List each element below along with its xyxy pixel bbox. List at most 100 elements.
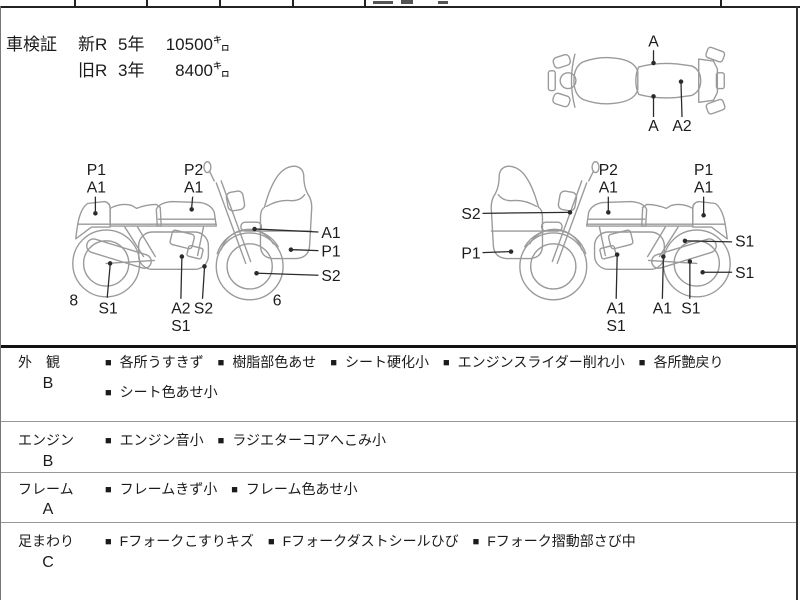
defect-text: シート硬化小 (344, 354, 429, 370)
defect-item: ■ シート色あせ小 (105, 384, 218, 400)
strip-divider (720, 0, 722, 6)
defect-marker-icon: ■ (105, 536, 112, 548)
defect-list: ■ Fフォークこすりキズ ■ Fフォークダストシールひび ■ Fフォーク摺動部さび中 (105, 527, 760, 557)
shaken-distance: 8400㌔ (175, 61, 230, 80)
defect-marker-icon: ■ (267, 536, 275, 548)
row-divider (1, 522, 796, 523)
cutoff-text-fragment (373, 1, 393, 4)
defect-list: ■ フレームきず小 ■フレーム色あせ小 (105, 475, 760, 505)
defect-item: ■ エンジンスライダー削れ小 (443, 354, 625, 370)
left-bike-label-tank-p2: P2 (184, 162, 203, 179)
left-bike-label-rear-num: 8 (69, 293, 78, 310)
defect-marker-icon: ■ (638, 357, 646, 369)
defect-marker-icon: ■ (442, 357, 450, 369)
strip-divider (74, 0, 76, 6)
part-label: 足まわり (18, 533, 74, 549)
defect-marker-icon: ■ (330, 357, 337, 369)
table-top-border (1, 345, 796, 348)
left-bike-label-front-num: 6 (273, 293, 282, 310)
defect-text: エンジンスライダー削れ小 (457, 354, 625, 370)
right-bike-label-engine-a1: A1 (607, 301, 626, 318)
right-bike-label-front-s2: S2 (461, 206, 480, 223)
defect-text: 各所艶戻り (653, 354, 724, 370)
defect-item: ■ フレームきず小 (105, 481, 217, 497)
strip-divider (364, 0, 366, 6)
right-bike-label-frame-a1: A1 (653, 301, 672, 318)
defect-text: Fフォークダストシールひび (282, 533, 459, 549)
right-bike-label-engine-s1: S1 (607, 318, 626, 335)
part-label: エンジン (18, 432, 74, 448)
defect-text: フレームきず小 (119, 481, 218, 497)
top-view-label-a2: A2 (672, 118, 691, 135)
defect-marker-icon: ■ (105, 387, 112, 399)
shaken-label: 車検証 (6, 35, 57, 54)
shaken-row-new: 新R 5年 10500㌔ (78, 30, 230, 55)
defect-marker-icon: ■ (217, 357, 225, 369)
defect-item: ■ エンジン音小 (105, 432, 204, 448)
defect-item: ■フレーム色あせ小 (231, 481, 357, 497)
right-bike-annotations: S2 P1 P2 A1 P1 A1 S1 S1 A1 S1 A1 S1 (461, 162, 754, 335)
defect-text: エンジン音小 (119, 432, 204, 448)
left-bike-annotations: P1 A1 P2 A1 A1 P1 S2 8 S1 A2 S2 S1 6 (69, 162, 340, 335)
cutoff-text-fragment (401, 0, 413, 4)
top-view-label-a-bottom: A (648, 118, 659, 135)
defect-item: ■ 各所艶戻り (639, 354, 724, 370)
strip-divider (219, 0, 221, 6)
shaken-row-old: 旧R 3年 8400㌔ (78, 56, 230, 81)
defect-marker-icon: ■ (217, 435, 225, 447)
right-bike-label-wheel-s1: S1 (735, 265, 754, 282)
part-label: 外 観 (18, 354, 60, 370)
grade-value: C (42, 554, 54, 571)
defect-marker-icon: ■ (105, 484, 112, 496)
shaken-distance: 10500㌔ (165, 35, 230, 54)
shaken-era: 新R (78, 35, 108, 54)
row-divider (1, 472, 796, 473)
top-view-bike-drawing (547, 46, 726, 115)
defect-list: ■各所うすきず■樹脂部色あせ■シート硬化小■エンジンスライダー削れ小■各所艶戻り… (105, 348, 760, 408)
left-bike-label-front-a1: A1 (321, 225, 340, 242)
defect-text: Fフォークこすりキズ (119, 533, 254, 549)
defect-marker-icon: ■ (105, 435, 112, 447)
top-view-annotations: A A A2 (648, 33, 691, 135)
left-bike-label-muffler-s1: S1 (99, 301, 118, 318)
defect-text: 各所うすきず (119, 354, 204, 370)
defect-text: フレーム色あせ小 (245, 481, 358, 497)
defect-item: ■ Fフォークこすりキズ (105, 533, 254, 549)
left-bike-label-engine-s1: S1 (171, 318, 190, 335)
strip-divider (146, 0, 148, 6)
right-bike-label-tail-a1: A1 (694, 180, 713, 197)
defect-text: ラジエターコアへこみ小 (232, 432, 387, 448)
left-bike-label-engine-a2: A2 (171, 301, 190, 318)
strip-divider (292, 0, 294, 6)
shaken-year: 5年 (118, 35, 145, 54)
sheet-top-border (0, 6, 800, 8)
defect-item: ■ ラジエターコアへこみ小 (218, 432, 386, 448)
left-bike-label-tail-a1: A1 (87, 180, 106, 197)
defect-text: シート色あせ小 (119, 384, 218, 400)
right-bike-label-tank-p2: P2 (599, 162, 618, 179)
row-divider (1, 421, 796, 422)
shaken-year: 3年 (118, 61, 145, 80)
defect-item: ■ シート硬化小 (330, 354, 429, 370)
left-bike-label-tank-a1: A1 (184, 180, 203, 197)
left-bike-label-front-p1: P1 (321, 244, 340, 261)
part-label: フレーム (18, 481, 74, 497)
defect-item: ■各所うすきず (105, 354, 204, 370)
right-bike-label-muffler-s1: S1 (681, 301, 700, 318)
top-view-label-a-top: A (648, 33, 659, 50)
shaken-era: 旧R (78, 61, 108, 80)
left-bike-label-front-s2: S2 (321, 268, 340, 285)
left-bike-label-tail-p1: P1 (87, 162, 106, 179)
grade-value: A (42, 501, 54, 518)
sheet-left-border (0, 6, 1, 600)
defect-item: ■ Fフォーク摺動部さび中 (473, 533, 636, 549)
right-bike-label-front-p1: P1 (461, 246, 480, 263)
defect-text: Fフォーク摺動部さび中 (487, 533, 636, 549)
defect-marker-icon: ■ (472, 536, 480, 548)
defect-list: ■ エンジン音小 ■ ラジエターコアへこみ小 (105, 426, 760, 456)
cutoff-text-fragment (438, 1, 448, 4)
right-bike-label-tank-a1: A1 (599, 180, 618, 197)
defect-text: 樹脂部色あせ (232, 354, 317, 370)
defect-item: ■ 樹脂部色あせ (218, 354, 317, 370)
